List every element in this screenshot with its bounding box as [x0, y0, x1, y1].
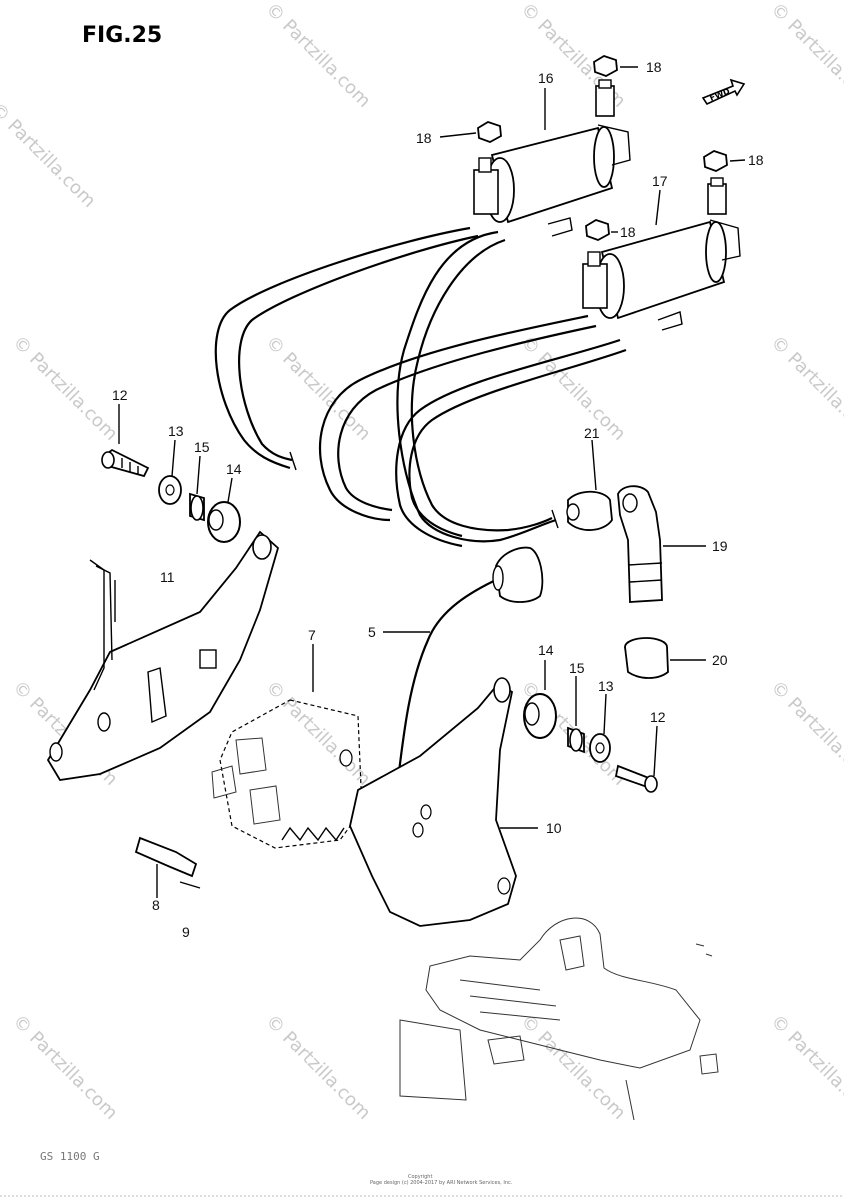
watermark: © Partzilla.com: [261, 332, 374, 445]
callout-18: 18: [620, 224, 636, 240]
watermark: © Partzilla.com: [261, 677, 374, 790]
seal-20: [624, 637, 669, 679]
callout-21: 21: [584, 425, 600, 441]
callout-15: 15: [194, 439, 210, 455]
watermark: © Partzilla.com: [8, 332, 121, 445]
watermark: © Partzilla.com: [261, 1011, 374, 1124]
footer-copyright: Copyright: [408, 1174, 432, 1180]
callout-8: 8: [152, 897, 160, 913]
figure-title: FIG.25: [82, 23, 162, 48]
callout-9: 9: [182, 924, 190, 940]
forward-arrow-label: FWD: [708, 87, 731, 103]
watermark: © Partzilla.com: [0, 99, 100, 212]
engine-assembly-outline: [399, 917, 719, 1121]
spark-plug-cap-19: [617, 485, 663, 603]
footer-copyright-detail: Page design (c) 2004-2017 by ARI Network…: [370, 1180, 513, 1186]
callout-14: 14: [538, 642, 554, 658]
callout-18: 18: [748, 152, 764, 168]
leader-lines: [114, 66, 746, 898]
callout-11: 11: [160, 569, 175, 585]
callout-17: 17: [652, 173, 668, 189]
footer-figure-code: GS 1100 G: [40, 1150, 100, 1163]
bracket-10: [349, 677, 517, 927]
callout-13: 13: [598, 678, 614, 694]
nut-18-icon: [477, 55, 728, 241]
callout-7: 7: [308, 627, 316, 643]
watermark: © Partzilla.com: [766, 677, 844, 790]
cap-21: [566, 490, 613, 531]
callout-18: 18: [416, 130, 432, 146]
clip-8: [134, 836, 201, 889]
mounting-hardware-lower: [523, 693, 658, 793]
ignition-coil-17: [582, 177, 741, 331]
watermark: © Partzilla.com: [766, 1011, 844, 1124]
bracket-11: [46, 530, 280, 781]
callout-12: 12: [112, 387, 128, 403]
watermark: © Partzilla.com: [261, 0, 374, 112]
callout-labels: 16 18 18 18 17 18 12 13 15 14 21 19 11 7…: [112, 59, 764, 940]
callout-12: 12: [650, 709, 666, 725]
watermark: © Partzilla.com: [766, 332, 844, 445]
callout-15: 15: [569, 660, 585, 676]
callout-10: 10: [546, 820, 562, 836]
forward-arrow-icon: FWD: [701, 78, 746, 106]
lead-wire-5: [396, 546, 544, 781]
mounting-hardware-upper: [101, 448, 241, 543]
ignitor-unit-7: [211, 699, 363, 849]
watermark: © Partzilla.com: [766, 0, 844, 112]
watermark: © Partzilla.com: [8, 1011, 121, 1124]
watermark: © Partzilla.com: [516, 1011, 629, 1124]
callout-5: 5: [368, 624, 376, 640]
callout-16: 16: [538, 70, 554, 86]
callout-19: 19: [712, 538, 728, 554]
callout-20: 20: [712, 652, 728, 668]
high-tension-leads: [214, 226, 627, 548]
callout-14: 14: [226, 461, 242, 477]
callout-13: 13: [168, 423, 184, 439]
callout-18: 18: [646, 59, 662, 75]
watermark: © Partzilla.com: [516, 332, 629, 445]
ignition-coil-16: [473, 79, 631, 237]
